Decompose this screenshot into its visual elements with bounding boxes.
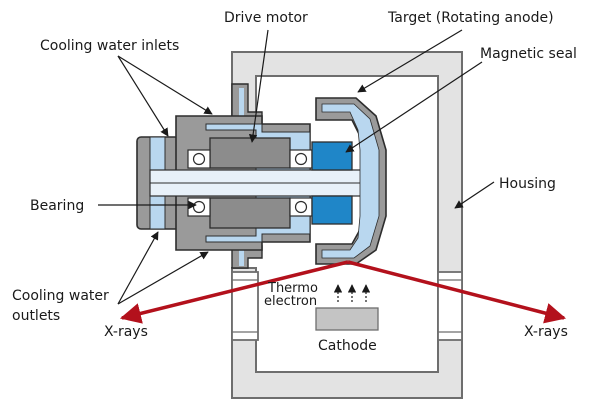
xray-beam-right <box>347 260 567 324</box>
label-bearing: Bearing <box>30 198 84 214</box>
label-drive-motor: Drive motor <box>224 10 308 26</box>
label-xrays-left: X-rays <box>104 324 148 340</box>
label-cooling-outlets-2: outlets <box>12 308 60 324</box>
bearing-lower-right <box>289 197 313 217</box>
bearing-lower-left <box>187 197 211 217</box>
thermo-electron-arrows <box>333 284 371 302</box>
label-housing: Housing <box>499 176 556 192</box>
magnetic-seal-upper <box>311 141 353 171</box>
xray-paths <box>119 260 567 324</box>
shaft-assembly <box>136 83 387 269</box>
bearing-upper-left <box>187 149 211 169</box>
label-cathode: Cathode <box>318 338 377 354</box>
label-thermo-1: Thermo <box>267 281 318 296</box>
bearing-upper-right <box>289 149 313 169</box>
label-cooling-inlets: Cooling water inlets <box>40 38 179 54</box>
label-thermo-2: electron <box>264 294 317 309</box>
label-cooling-outlets-1: Cooling water <box>12 288 109 304</box>
housing-window-right <box>437 271 463 341</box>
housing-window-left <box>231 271 259 341</box>
drive-motor-upper <box>209 137 291 169</box>
label-target: Target (Rotating anode) <box>387 10 554 26</box>
leader-lines <box>98 29 495 305</box>
label-xrays-right: X-rays <box>524 324 568 340</box>
drive-motor-lower <box>209 197 291 229</box>
xray-beam-left <box>119 260 349 324</box>
magnetic-seal-lower <box>311 195 353 225</box>
label-magnetic-seal: Magnetic seal <box>480 46 577 62</box>
cathode-block <box>315 307 379 331</box>
